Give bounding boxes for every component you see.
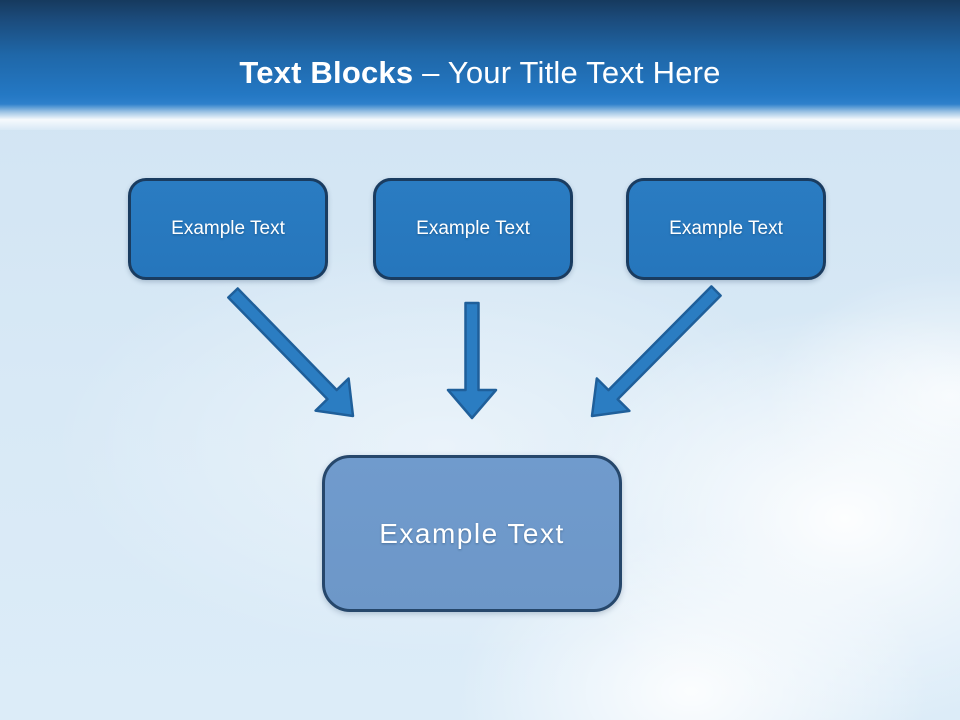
text-block-bottom-label: Example Text bbox=[379, 517, 565, 549]
arrow-down-right-icon bbox=[227, 287, 355, 418]
title-bold-text: Text Blocks bbox=[239, 55, 414, 90]
text-block-center-label: Example Text bbox=[416, 218, 530, 239]
slide-title: Text Blocks – Your Title Text Here bbox=[0, 54, 960, 92]
text-block-left: Example Text bbox=[128, 178, 328, 280]
text-block-center: Example Text bbox=[373, 178, 573, 280]
arrow-down-left-icon bbox=[590, 285, 722, 418]
arrow-down-icon bbox=[446, 301, 498, 420]
header-band: Text Blocks – Your Title Text Here bbox=[0, 0, 960, 130]
text-block-bottom: Example Text bbox=[322, 455, 622, 612]
text-block-left-label: Example Text bbox=[171, 218, 285, 239]
text-block-right: Example Text bbox=[626, 178, 826, 280]
text-block-right-label: Example Text bbox=[669, 218, 783, 239]
title-regular-text: – Your Title Text Here bbox=[413, 55, 721, 90]
